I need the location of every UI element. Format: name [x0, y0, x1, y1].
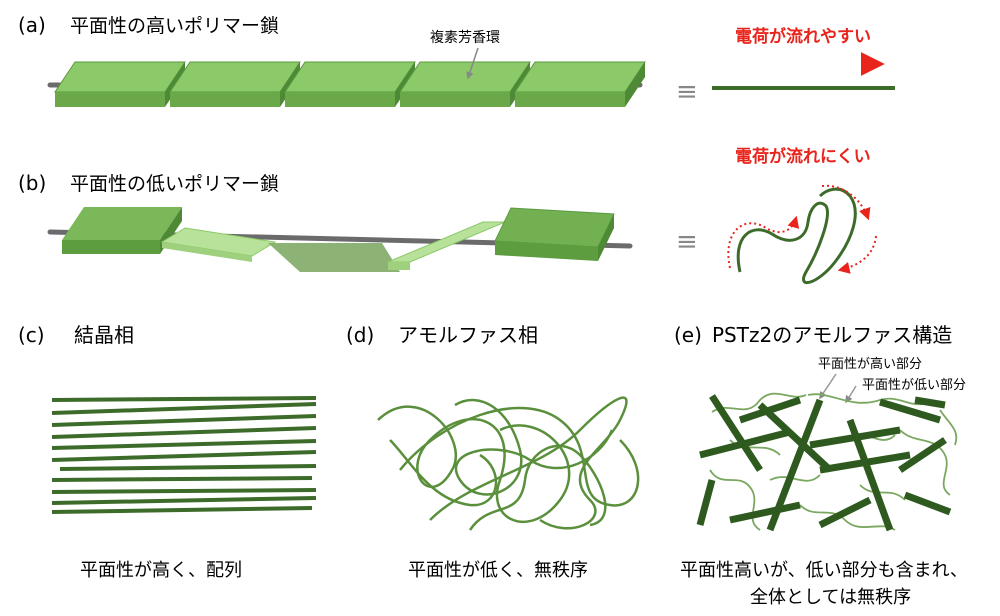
panel-e-letter: (e) — [674, 323, 702, 347]
aromatic-ring-plate — [268, 243, 400, 272]
panel-d-caption: 平面性が低く、無秩序 — [408, 560, 588, 581]
crystalline-chains — [51, 396, 317, 514]
panel-c-title: 結晶相 — [74, 323, 134, 347]
rigid-segment — [818, 496, 872, 529]
aromatic-ring-plate — [494, 207, 615, 261]
rigid-segment — [699, 428, 791, 459]
aligned-chain — [51, 476, 313, 482]
rigid-segment — [903, 491, 952, 516]
panel-e-caption-line1: 平面性高いが、低い部分も含まれ、 — [680, 560, 968, 581]
charge-path-dotted-3 — [837, 235, 877, 274]
charge-flow-easy-label: 電荷が流れやすい — [735, 26, 871, 47]
flexible-link — [709, 469, 761, 531]
aligned-chain — [51, 426, 317, 439]
random-coil-chain — [468, 444, 607, 531]
annotation-arrow — [466, 47, 479, 80]
flexible-link — [711, 392, 807, 413]
heteroaromatic-ring-label: 複素芳香環 — [430, 29, 500, 46]
panel-a-letter: (a) — [18, 13, 46, 37]
aligned-chain — [51, 450, 317, 462]
random-coil-chain — [454, 398, 614, 496]
panel-b-letter: (b) — [18, 171, 46, 195]
panel-a-title: 平面性の高いポリマー鎖 — [70, 15, 279, 37]
aligned-chain — [59, 464, 317, 471]
aligned-chain — [51, 506, 313, 514]
flexible-link — [899, 429, 951, 496]
aromatic-ring-plate — [514, 61, 646, 107]
flexible-link — [799, 504, 896, 531]
aromatic-ring-plate — [169, 61, 301, 107]
rigid-segment — [914, 396, 946, 409]
amorphous-chains — [377, 396, 640, 531]
panel-a: (a) 平面性の高いポリマー鎖 — [18, 13, 895, 107]
rigid-segment — [757, 402, 833, 473]
panel-c-caption: 平面性が高く、配列 — [80, 560, 242, 581]
panel-b: (b) 平面性の低いポリマー鎖 — [18, 146, 877, 284]
aromatic-ring-plate — [387, 221, 506, 270]
flexible-link — [807, 393, 931, 406]
charge-flow-hard-label: 電荷が流れにくい — [735, 146, 871, 167]
charge-path-dotted-2 — [821, 184, 871, 221]
flexible-link — [769, 474, 821, 482]
rigid-segment — [846, 418, 894, 532]
aligned-chain — [51, 439, 317, 450]
panel-d-title: アモルファス相 — [398, 323, 538, 347]
rigid-segment — [898, 437, 947, 473]
rigid-segment — [878, 398, 942, 424]
flexible-link — [859, 484, 906, 501]
rigid-segments — [696, 394, 952, 532]
mixed-planarity-network — [696, 392, 958, 532]
rigid-segment — [729, 501, 801, 524]
aligned-chain — [51, 496, 317, 505]
flexible-link — [939, 409, 958, 446]
aromatic-ring-plate — [399, 61, 531, 107]
panel-c: (c) 結晶相 平面性が高く、配列 — [18, 323, 317, 581]
rigid-segment — [709, 394, 763, 472]
equivalence-symbol-b: ≡ — [676, 227, 698, 257]
panel-e-title: PSTz2のアモルファス構造 — [712, 323, 952, 347]
label-high-planarity: 平面性が高い部分 — [818, 356, 922, 372]
panel-e-caption-line2: 全体としては無秩序 — [750, 587, 911, 608]
equivalence-symbol-a: ≡ — [676, 77, 698, 107]
random-coil-chain — [389, 439, 498, 507]
aromatic-ring-plate — [62, 207, 182, 254]
panel-d-letter: (d) — [346, 323, 374, 347]
aligned-chain — [51, 488, 317, 494]
random-coil-chain — [429, 396, 628, 530]
aligned-chain — [51, 414, 317, 427]
random-coil-chain — [377, 405, 571, 523]
label-low-planarity: 平面性が低い部分 — [862, 378, 966, 393]
rigid-segment — [696, 479, 716, 526]
aromatic-ring-plate — [54, 61, 186, 107]
panel-b-title: 平面性の低いポリマー鎖 — [70, 173, 279, 195]
aligned-chain — [51, 396, 317, 402]
aromatic-ring-plate — [284, 61, 416, 107]
tilted-plates-b — [62, 207, 615, 272]
aromatic-ring-plate — [160, 227, 277, 262]
twisted-chain-curve — [736, 187, 857, 284]
panel-d: (d) アモルファス相 平面性が低く、無秩序 — [346, 323, 640, 581]
panel-e: (e) PSTz2のアモルファス構造 平面性が高い部分 平面性が低い部分 — [674, 323, 968, 608]
aligned-chain — [51, 402, 317, 415]
arrow-low-planarity — [845, 385, 857, 404]
plates-a — [54, 61, 646, 107]
panel-c-letter: (c) — [18, 323, 45, 347]
